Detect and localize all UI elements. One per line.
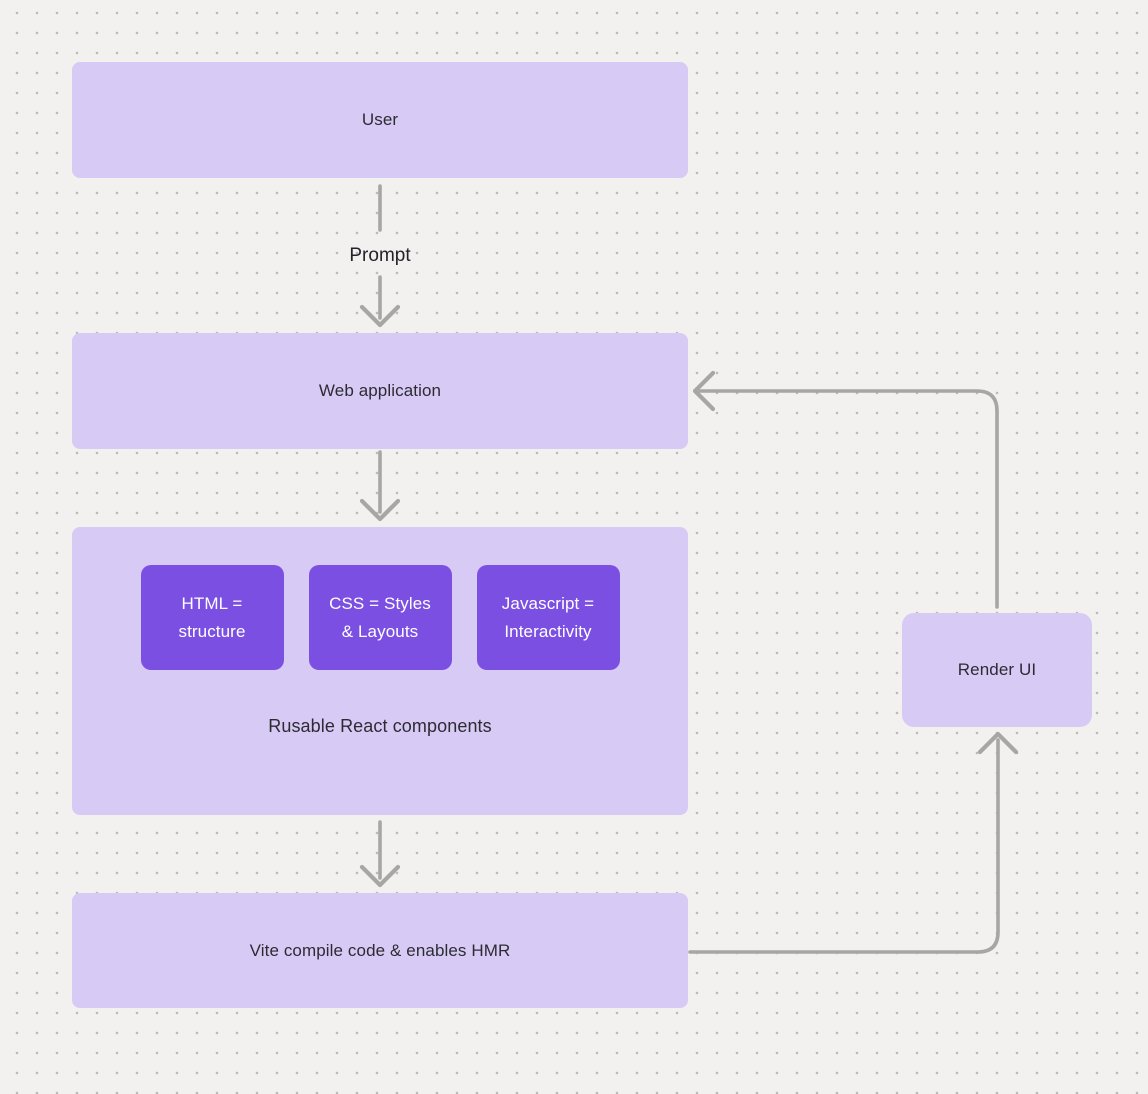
node-web-application: Web application [72, 333, 688, 449]
arrow-components-to-vite [359, 820, 401, 888]
chip-javascript-line1: Javascript = [501, 593, 595, 613]
chip-javascript-line2: Interactivity [504, 621, 592, 641]
chip-css-line1: CSS = Styles [329, 593, 431, 613]
edge-label-prompt: Prompt [349, 245, 411, 266]
node-user-label: User [361, 110, 399, 129]
chip-javascript: Javascript = Interactivity [476, 565, 620, 670]
node-render-ui-label: Render UI [957, 660, 1037, 679]
node-web-application-label: Web application [318, 381, 442, 400]
arrow-webapp-to-components [359, 450, 401, 522]
components-row: HTML = structure CSS = Styles & Layouts … [140, 565, 620, 670]
chip-html-line2: structure [178, 621, 246, 641]
arrow-render-ui-to-webapp [692, 370, 999, 609]
node-vite: Vite compile code & enables HMR [72, 893, 688, 1008]
node-components-group: HTML = structure CSS = Styles & Layouts … [72, 527, 688, 815]
chip-html-line1: HTML = [181, 593, 243, 613]
chip-html: HTML = structure [140, 565, 284, 670]
chip-css-line2: & Layouts [341, 621, 419, 641]
chip-css: CSS = Styles & Layouts [308, 565, 452, 670]
node-vite-label: Vite compile code & enables HMR [249, 940, 511, 960]
arrow-vite-to-render-ui [688, 731, 1019, 954]
node-components-group-label: Rusable React components [268, 716, 492, 736]
node-user: User [72, 62, 688, 178]
node-render-ui: Render UI [902, 613, 1092, 727]
